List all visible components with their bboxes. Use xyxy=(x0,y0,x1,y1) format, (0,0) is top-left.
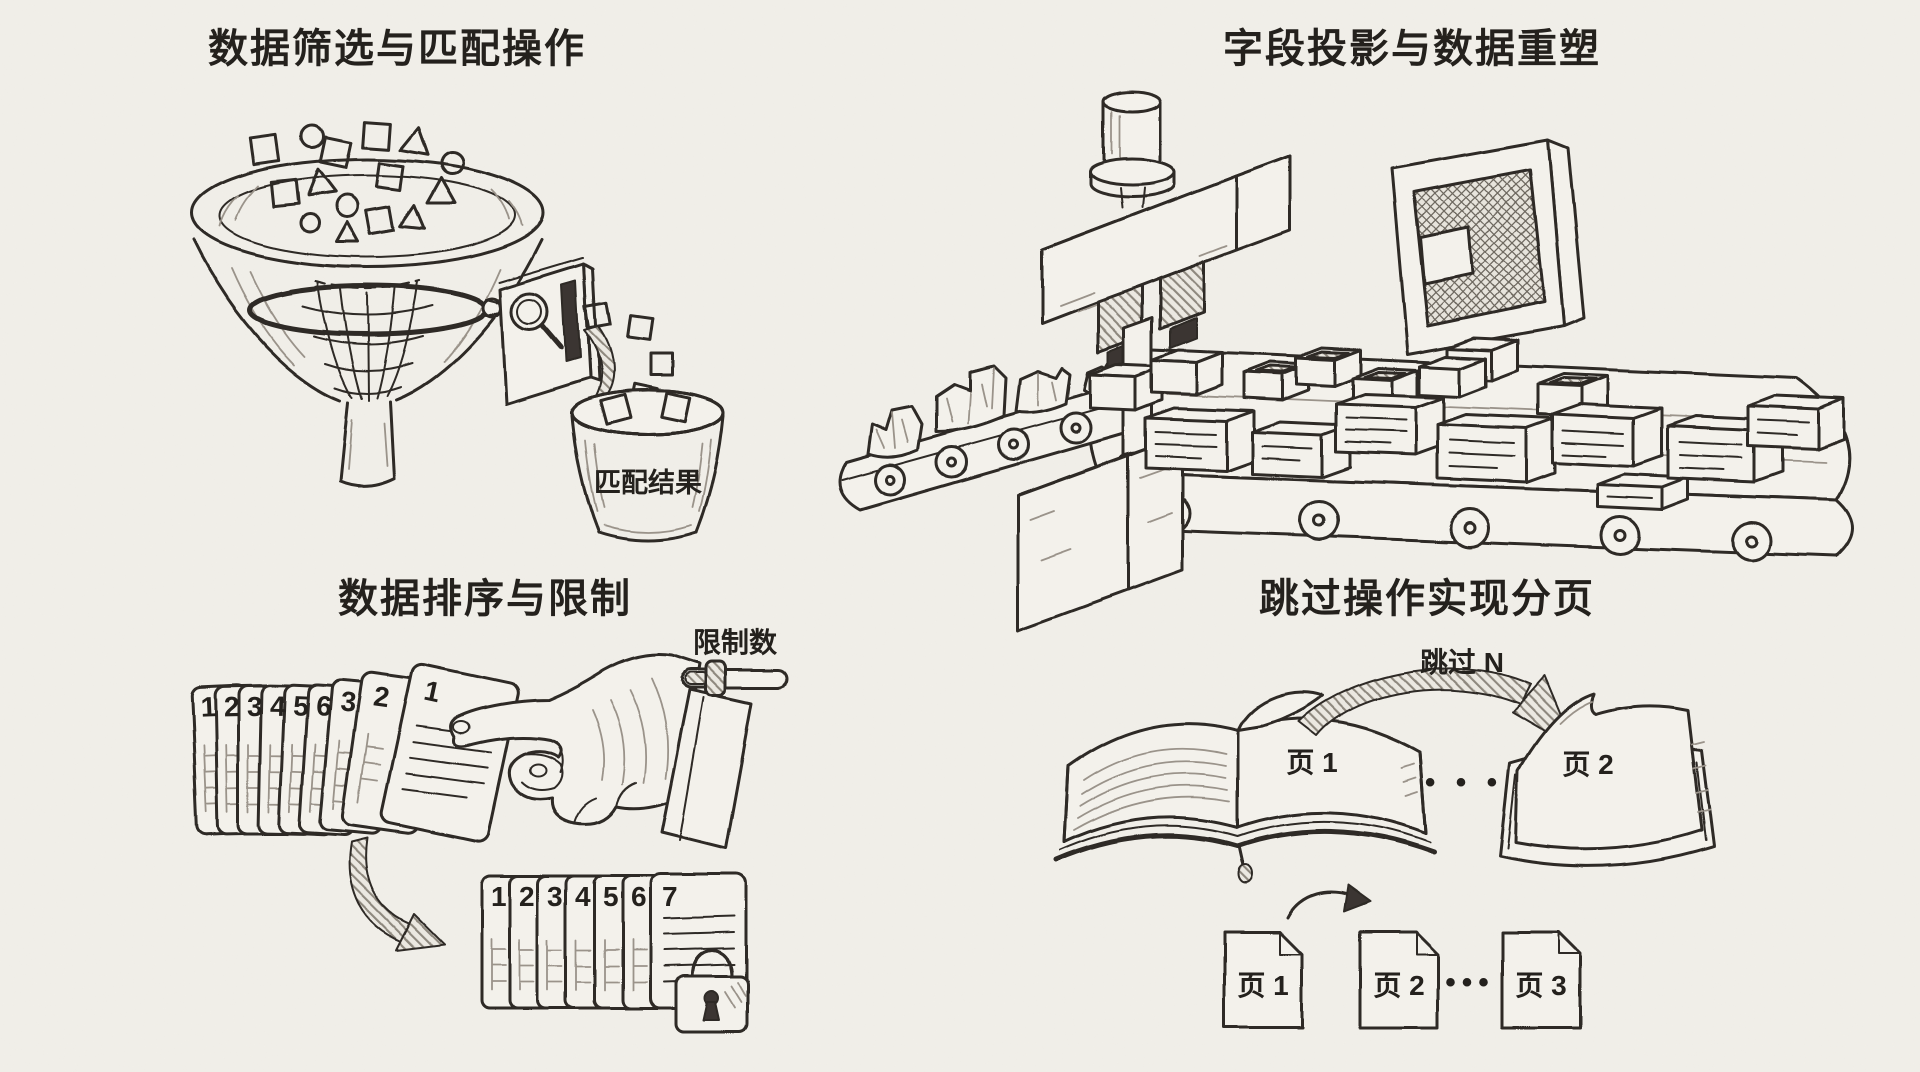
fan-card-number: 3 xyxy=(247,691,263,722)
pointing-hand-icon xyxy=(450,652,754,850)
labeled-boxes-icons xyxy=(1144,392,1846,511)
doc-page-label: 页 2 xyxy=(1373,970,1424,1001)
fan-card-number: 1 xyxy=(200,691,217,723)
fan-card-number: 2 xyxy=(224,691,240,722)
sorted-cards-icons xyxy=(480,872,748,1010)
sorted-card-number: 7 xyxy=(662,881,678,912)
funnel-icon xyxy=(190,157,546,489)
card-slot xyxy=(561,280,581,362)
press-machine-icon xyxy=(1016,90,1292,632)
sorted-card-number: 2 xyxy=(519,881,535,912)
bucket-icon xyxy=(570,389,726,543)
limit-slider-icon xyxy=(680,660,790,698)
falling-shapes-icon xyxy=(248,119,465,244)
card-fan-icons xyxy=(189,662,520,844)
limit-slider-label: 限制数 xyxy=(693,627,778,658)
lock-icon xyxy=(674,949,750,1034)
press-portal-frame xyxy=(1390,138,1586,356)
fan-card-number: 3 xyxy=(339,685,357,717)
doc-page-label: 页 3 xyxy=(1515,970,1566,1001)
sorted-card-number: 1 xyxy=(491,881,507,912)
book-page-label: 页 1 xyxy=(1286,747,1337,778)
conveyor-left-belt xyxy=(838,384,1135,512)
page-stack-icon xyxy=(1498,692,1716,868)
sorted-card-number: 6 xyxy=(631,881,647,912)
fan-card-number: 5 xyxy=(293,690,310,722)
panel-title-projection: 字段投影与数据重塑 xyxy=(1223,27,1601,71)
fan-card-number: 6 xyxy=(315,690,332,722)
page-doc-icons xyxy=(1222,930,1582,1030)
magnifier-card-icon xyxy=(498,257,601,406)
sorted-card-number: 3 xyxy=(547,881,563,912)
panel-title-sort-limit: 数据排序与限制 xyxy=(338,577,632,621)
labels-layer: 数据筛选与匹配操作 字段投影与数据重塑 数据排序与限制 跳过操作实现分页 匹配结… xyxy=(200,27,1614,1001)
panel-title-pagination: 跳过操作实现分页 xyxy=(1259,577,1595,621)
bucket-label: 匹配结果 xyxy=(594,468,702,498)
fan-card-number: 4 xyxy=(270,691,287,722)
search-icon xyxy=(510,292,564,350)
arrow-down-icon xyxy=(349,837,445,951)
flipped-page-label: 页 2 xyxy=(1562,749,1613,780)
sorted-card-number: 5 xyxy=(603,881,619,912)
press-die xyxy=(1158,260,1206,331)
piston-icon xyxy=(1088,90,1176,209)
slider-handle xyxy=(704,660,728,698)
ellipsis-dots: • • • xyxy=(1425,766,1503,799)
skip-n-label: 跳过 N xyxy=(1420,647,1504,678)
doc-page-label: 页 1 xyxy=(1237,970,1288,1001)
small-arrow-icon xyxy=(1286,885,1371,920)
fan-card-number: 2 xyxy=(372,680,392,713)
sorted-card-number: 4 xyxy=(575,881,591,912)
panel-title-filter-match: 数据筛选与匹配操作 xyxy=(208,27,586,71)
raw-data-lumps-icons xyxy=(866,364,1114,459)
doc-ellipsis-dots: ••• xyxy=(1445,966,1495,999)
fan-card-number: 1 xyxy=(421,675,443,709)
open-book-icon xyxy=(1053,691,1437,884)
